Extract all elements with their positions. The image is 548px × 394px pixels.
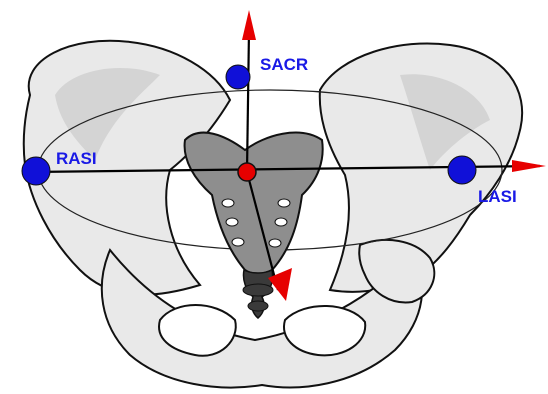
- vertical-axis-arrowhead: [242, 10, 256, 40]
- sacral-foramen: [269, 239, 281, 247]
- sacral-foramen: [226, 218, 238, 226]
- sacrum: [185, 133, 323, 274]
- sacral-foramen: [278, 199, 290, 207]
- rasi-marker: [22, 157, 50, 185]
- sacral-foramen: [275, 218, 287, 226]
- sacral-foramen: [222, 199, 234, 207]
- left-obturator-foramen: [284, 306, 365, 355]
- sacral-foramen: [232, 238, 244, 246]
- lasi-marker: [448, 156, 476, 184]
- horizontal-axis-arrowhead: [512, 160, 546, 172]
- lasi-label: LASI: [478, 187, 517, 206]
- rasi-label: RASI: [56, 149, 97, 168]
- pelvis-origin-marker: [238, 163, 256, 181]
- coccyx-tip: [248, 301, 268, 311]
- coccyx-tip: [243, 284, 273, 296]
- sacr-marker: [226, 65, 250, 89]
- sacr-label: SACR: [260, 55, 308, 74]
